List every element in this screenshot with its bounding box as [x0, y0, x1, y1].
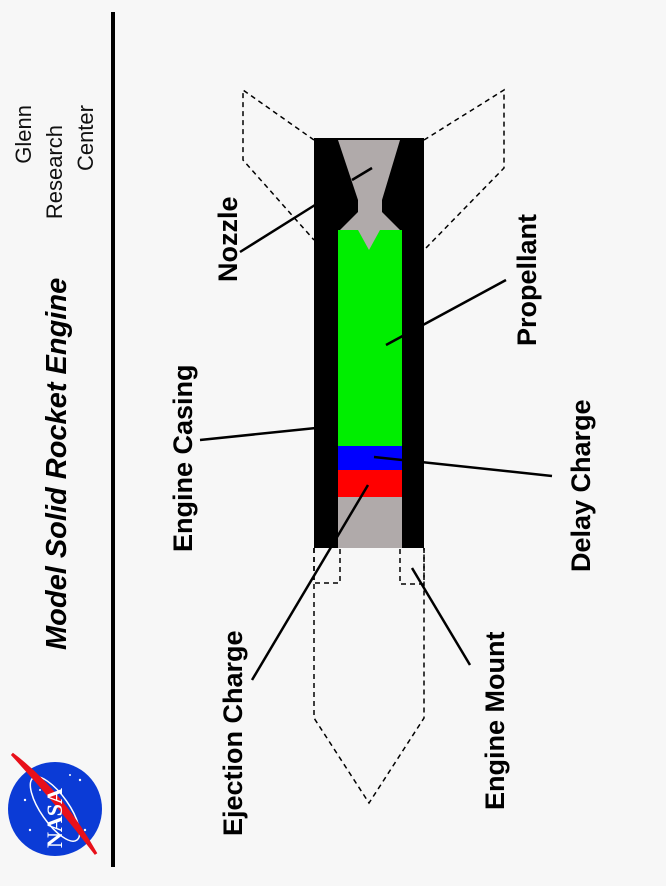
org-name: Glenn Research Center [11, 105, 98, 219]
svg-text:Research: Research [42, 125, 67, 219]
svg-text:Center: Center [73, 105, 98, 171]
svg-text:Glenn: Glenn [11, 105, 36, 164]
ejection-charge-label: Ejection Charge [218, 630, 248, 836]
svg-text:NASA: NASA [42, 788, 67, 848]
propellant [338, 230, 402, 446]
leader-lines [199, 166, 553, 681]
engine-mount-label: Engine Mount [480, 632, 510, 810]
nasa-logo-icon: NASA [8, 752, 102, 856]
delay-charge-label: Delay Charge [566, 399, 596, 572]
page-title: Model Solid Rocket Engine [41, 278, 73, 650]
ejection-charge [338, 470, 402, 497]
engine-casing-label: Engine Casing [168, 364, 198, 552]
header-divider [111, 12, 115, 867]
propellant-label: Propellant [512, 214, 542, 346]
nozzle-label: Nozzle [213, 196, 243, 282]
